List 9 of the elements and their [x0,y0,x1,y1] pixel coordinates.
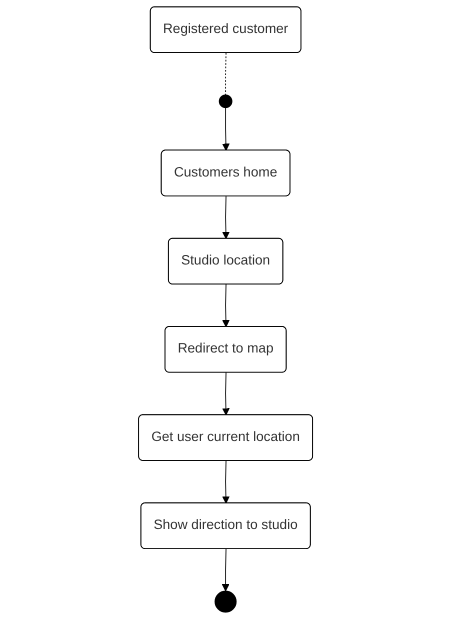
connector [226,52,227,96]
arrow [222,548,230,592]
arrow [222,460,230,504]
arrow [222,284,230,328]
node-circle [219,94,233,108]
arrow [222,372,230,416]
arrow [222,107,230,151]
node-circle [214,590,238,613]
arrow [222,196,230,240]
